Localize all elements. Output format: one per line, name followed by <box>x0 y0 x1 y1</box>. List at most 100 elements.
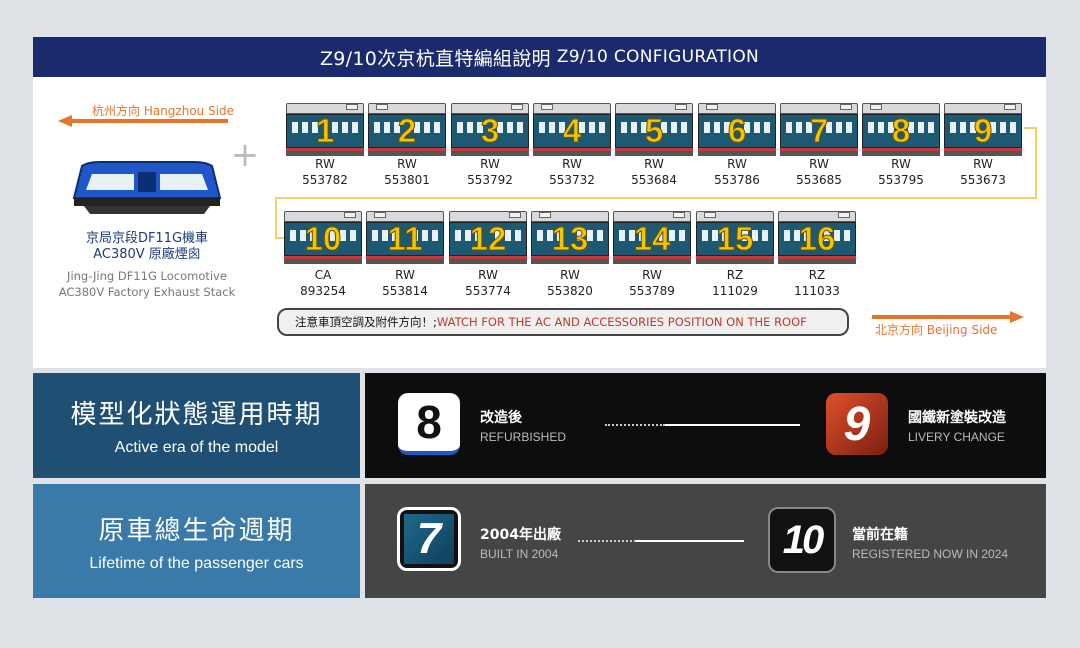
roof-ac-unit <box>539 212 551 218</box>
roof-ac-unit <box>509 212 521 218</box>
car-number: 11 <box>366 221 444 257</box>
loco-name-en-2: AC380V Factory Exhaust Stack <box>40 284 254 300</box>
car-id: 553792 <box>451 172 529 188</box>
car-number: 16 <box>778 221 856 257</box>
car-number: 12 <box>449 221 527 257</box>
car-underframe <box>778 259 856 264</box>
car-number: 15 <box>696 221 774 257</box>
title-zh: Z9/10次京杭直特編組說明 <box>320 44 551 71</box>
car-type: RZ <box>778 267 856 283</box>
train-car: 10 <box>284 211 362 265</box>
car-id: 553801 <box>368 172 446 188</box>
car-id: 553786 <box>698 172 776 188</box>
car-id: 893254 <box>284 283 362 299</box>
car-id: 553684 <box>615 172 693 188</box>
car-number: 3 <box>451 113 529 149</box>
roof-ac-unit <box>838 212 850 218</box>
train-car: 9 <box>944 103 1022 157</box>
car-underframe <box>696 259 774 264</box>
locomotive-caption-en: Jing-Jing DF11G Locomotive AC380V Factor… <box>40 268 254 300</box>
train-car: 7 <box>780 103 858 157</box>
lifetime-end-badge: 10 <box>768 507 836 573</box>
car-type: RW <box>533 156 611 172</box>
car-label: CA893254 <box>284 267 362 299</box>
car-type: RW <box>780 156 858 172</box>
train-car: 13 <box>531 211 609 265</box>
car-type: RW <box>698 156 776 172</box>
car-label: RW553789 <box>613 267 691 299</box>
era-start-text: 改造後 REFURBISHED <box>480 407 566 444</box>
car-underframe <box>449 259 527 264</box>
roof-warning-note: 注意車頂空調及附件方向！; WATCH FOR THE AC AND ACCES… <box>277 308 849 336</box>
car-number: 9 <box>944 113 1022 149</box>
era-label-en: Active era of the model <box>115 439 279 457</box>
car-type: RW <box>366 267 444 283</box>
era-label-zh: 模型化狀態運用時期 <box>70 394 322 431</box>
roof-ac-unit <box>675 104 687 110</box>
era-end-text: 國鐵新塗裝改造 LIVERY CHANGE <box>908 407 1006 444</box>
lifetime-start-text: 2004年出廠 BUILT IN 2004 <box>480 524 561 561</box>
car-label: RZ111033 <box>778 267 856 299</box>
era-start-badge: 8 <box>398 393 460 455</box>
car-type: CA <box>284 267 362 283</box>
car-id: 553820 <box>531 283 609 299</box>
train-car: 11 <box>366 211 444 265</box>
train-car: 14 <box>613 211 691 265</box>
car-type: RW <box>368 156 446 172</box>
car-label: RW553684 <box>615 156 693 188</box>
train-car: 4 <box>533 103 611 157</box>
era-label-box: 模型化狀態運用時期 Active era of the model <box>33 373 360 478</box>
coupler-plus-icon: + <box>230 135 260 175</box>
loco-name-en-1: Jing-Jing DF11G Locomotive <box>40 268 254 284</box>
train-car: 3 <box>451 103 529 157</box>
car-number: 10 <box>284 221 362 257</box>
roof-ac-unit <box>870 104 882 110</box>
train-car: 6 <box>698 103 776 157</box>
car-type: RW <box>286 156 364 172</box>
page-title-bar: Z9/10次京杭直特編組說明 Z9/10 CONFIGURATION <box>33 37 1046 77</box>
car-type: RW <box>615 156 693 172</box>
car-underframe <box>531 259 609 264</box>
car-number: 4 <box>533 113 611 149</box>
car-id: 111029 <box>696 283 774 299</box>
car-label: RW553673 <box>944 156 1022 188</box>
car-id: 553795 <box>862 172 940 188</box>
roof-ac-unit <box>541 104 553 110</box>
roof-ac-unit <box>706 104 718 110</box>
car-number: 5 <box>615 113 693 149</box>
car-label: RW553774 <box>449 267 527 299</box>
locomotive-caption: 京局京段DF11G機車 AC380V 原廠煙囪 <box>50 231 244 263</box>
warning-en: WATCH FOR THE AC AND ACCESSORIES POSITIO… <box>437 315 807 329</box>
lifetime-start-badge: 7 <box>397 507 461 571</box>
car-label: RW553786 <box>698 156 776 188</box>
locomotive-icon <box>70 160 224 216</box>
roof-ac-unit <box>344 212 356 218</box>
lifetime-timeline-line <box>636 540 744 542</box>
car-type: RW <box>449 267 527 283</box>
roof-ac-unit <box>376 104 388 110</box>
loco-name-zh-1: 京局京段DF11G機車 <box>50 231 244 247</box>
roof-ac-unit <box>1004 104 1016 110</box>
loco-name-zh-2: AC380V 原廠煙囪 <box>50 247 244 263</box>
lifetime-timeline-dots <box>578 540 636 544</box>
train-car: 2 <box>368 103 446 157</box>
car-type: RW <box>862 156 940 172</box>
warning-zh: 注意車頂空調及附件方向！; <box>295 314 437 330</box>
car-label: RW553820 <box>531 267 609 299</box>
car-id: 553673 <box>944 172 1022 188</box>
lifetime-label-zh: 原車總生命週期 <box>98 510 294 547</box>
car-type: RW <box>944 156 1022 172</box>
train-car: 1 <box>286 103 364 157</box>
car-id: 111033 <box>778 283 856 299</box>
car-number: 14 <box>613 221 691 257</box>
roof-ac-unit <box>840 104 852 110</box>
car-id: 553789 <box>613 283 691 299</box>
car-number: 2 <box>368 113 446 149</box>
car-id: 553774 <box>449 283 527 299</box>
beijing-direction-label: 北京方向 Beijing Side <box>875 321 997 338</box>
lifetime-end-text: 當前在籍 REGISTERED NOW IN 2024 <box>852 524 1008 561</box>
car-id: 553732 <box>533 172 611 188</box>
car-number: 7 <box>780 113 858 149</box>
